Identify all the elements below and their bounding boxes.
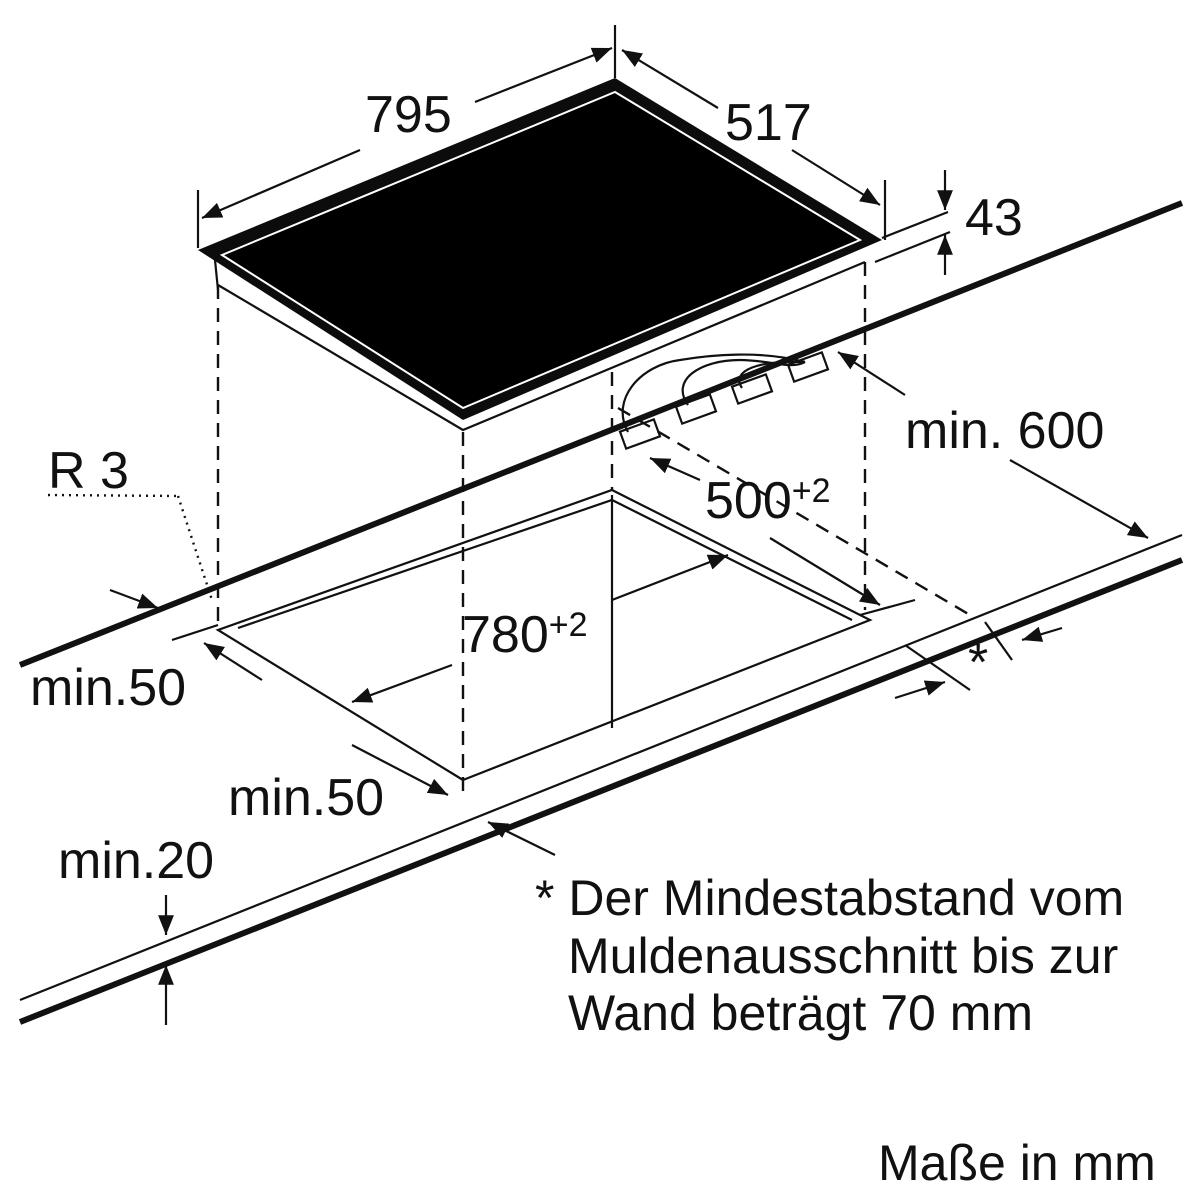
dim-min50-front xyxy=(351,744,449,796)
dim-517-line-a xyxy=(621,49,719,109)
dim-795-label: 795 xyxy=(365,86,452,144)
dim-asterisk-arrow-b xyxy=(1021,626,1063,642)
dim-500-line-a xyxy=(649,456,701,482)
connector-2 xyxy=(674,392,718,426)
dim-780-label: 780+2 xyxy=(462,606,588,664)
dim-780-tolerance: +2 xyxy=(549,606,588,644)
dim-517-line-b xyxy=(791,149,881,206)
dim-min50-left xyxy=(109,588,159,610)
radius-label: R 3 xyxy=(48,442,129,500)
hob xyxy=(198,78,882,432)
projection-lines xyxy=(47,262,971,800)
hob-glass-top xyxy=(219,90,863,410)
worktop-front-bottom-edge xyxy=(18,557,1184,1025)
dim-795-line-b xyxy=(474,46,613,104)
dim-asterisk-arrow-a xyxy=(894,680,946,700)
dim-asterisk-ext xyxy=(859,598,916,617)
hob-body-side xyxy=(217,260,866,432)
dim-min50-front-label: min.50 xyxy=(228,769,384,827)
dim-517-label: 517 xyxy=(725,94,812,152)
labels: 795 517 43 min. 600 500+2 780+2 R 3 min.… xyxy=(30,86,1104,890)
dim-asterisk-guide xyxy=(904,644,971,691)
dim-43-ext-top xyxy=(881,210,949,240)
dim-500-line-b xyxy=(769,537,881,606)
connector-4 xyxy=(786,350,830,384)
dim-min50-left-b xyxy=(203,642,263,681)
asterisk-marker: * xyxy=(968,634,988,692)
footnote: * Der Mindestabstand vom Muldenausschnit… xyxy=(535,870,1124,1041)
worktop-back-edge xyxy=(18,200,1184,668)
dim-min20-label: min.20 xyxy=(58,832,214,890)
dim-min50-left-ext xyxy=(171,623,219,642)
dim-min600-label: min. 600 xyxy=(905,402,1104,460)
worktop-front-top-edge xyxy=(19,533,1183,1002)
connector-3 xyxy=(730,372,774,406)
dim-780-value: 780 xyxy=(462,606,549,664)
dim-500-value: 500 xyxy=(705,472,792,530)
dim-500-tolerance: +2 xyxy=(792,472,831,510)
dim-780-line-a xyxy=(351,663,453,704)
cable-1 xyxy=(621,353,806,433)
dim-min50-side-label: min.50 xyxy=(30,659,186,717)
dim-600-line-a xyxy=(837,351,906,396)
units-note: Maße in mm xyxy=(878,1135,1156,1191)
dim-500-label: 500+2 xyxy=(705,472,831,530)
footnote-line-1: * Der Mindestabstand vom xyxy=(535,870,1124,926)
radius-leader xyxy=(47,493,179,498)
dim-min20-front-arrow xyxy=(487,821,556,856)
dimension-lines xyxy=(109,25,1149,1025)
dim-795-line xyxy=(201,148,361,220)
connector-1 xyxy=(618,417,662,451)
footnote-line-3: Wand beträgt 70 mm xyxy=(568,985,1033,1041)
dim-600-line-b xyxy=(1009,459,1149,539)
dim-43-label: 43 xyxy=(965,189,1023,247)
radius-leader-2 xyxy=(176,495,214,601)
dim-780-line-b xyxy=(611,553,729,602)
cables xyxy=(618,350,830,451)
worktop xyxy=(18,200,1184,1025)
dim-asterisk-guide-b xyxy=(984,621,1013,661)
footnote-line-2: Muldenausschnitt bis zur xyxy=(568,928,1118,984)
